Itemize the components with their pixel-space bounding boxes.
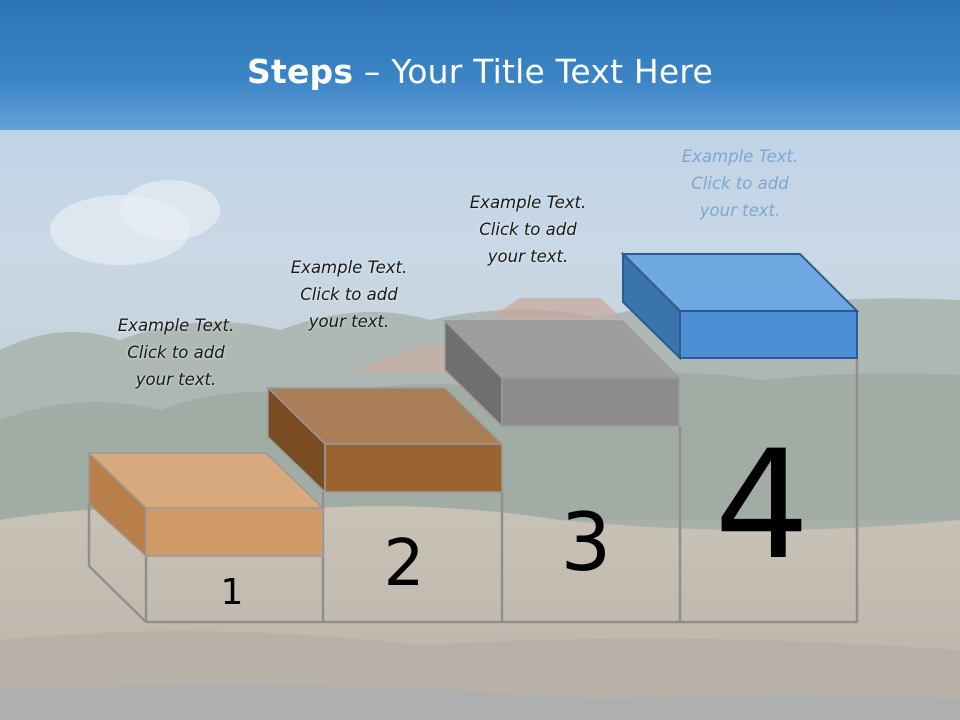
step-number-3: 3: [561, 496, 612, 589]
step-number-4: 4: [714, 419, 809, 593]
step-text-2[interactable]: Example Text. Click to add your text.: [259, 254, 439, 335]
step-text-line: your text.: [487, 247, 569, 266]
step-block-3[interactable]: [443, 319, 681, 428]
step-text-line: Click to add: [479, 220, 577, 239]
title-rest: Your Title Text Here: [391, 52, 713, 91]
step-number-2: 2: [384, 527, 425, 601]
step-text-line: your text.: [308, 312, 390, 331]
step-block-1[interactable]: [87, 451, 325, 558]
title-band: [0, 0, 960, 130]
step-text-line: your text.: [135, 370, 217, 389]
step-text-line: Example Text.: [469, 193, 587, 212]
title-bold: Steps: [247, 52, 354, 91]
step-text-line: Example Text.: [681, 147, 799, 166]
step-text-line: your text.: [699, 201, 781, 220]
title-dash: –: [353, 52, 392, 91]
step-text-1[interactable]: Example Text. Click to add your text.: [86, 312, 266, 393]
step-text-line: Click to add: [127, 343, 225, 362]
step-text-4[interactable]: Example Text. Click to add your text.: [650, 143, 830, 224]
step-text-3[interactable]: Example Text. Click to add your text.: [438, 189, 618, 270]
step-text-line: Example Text.: [290, 258, 408, 277]
step-block-4[interactable]: [620, 251, 860, 361]
step-text-line: Click to add: [691, 174, 789, 193]
slide-title[interactable]: Steps – Your Title Text Here: [0, 52, 960, 91]
step-text-line: Example Text.: [117, 316, 235, 335]
step-number-1: 1: [221, 572, 244, 613]
step-block-2[interactable]: [266, 386, 504, 494]
step-text-line: Click to add: [300, 285, 398, 304]
